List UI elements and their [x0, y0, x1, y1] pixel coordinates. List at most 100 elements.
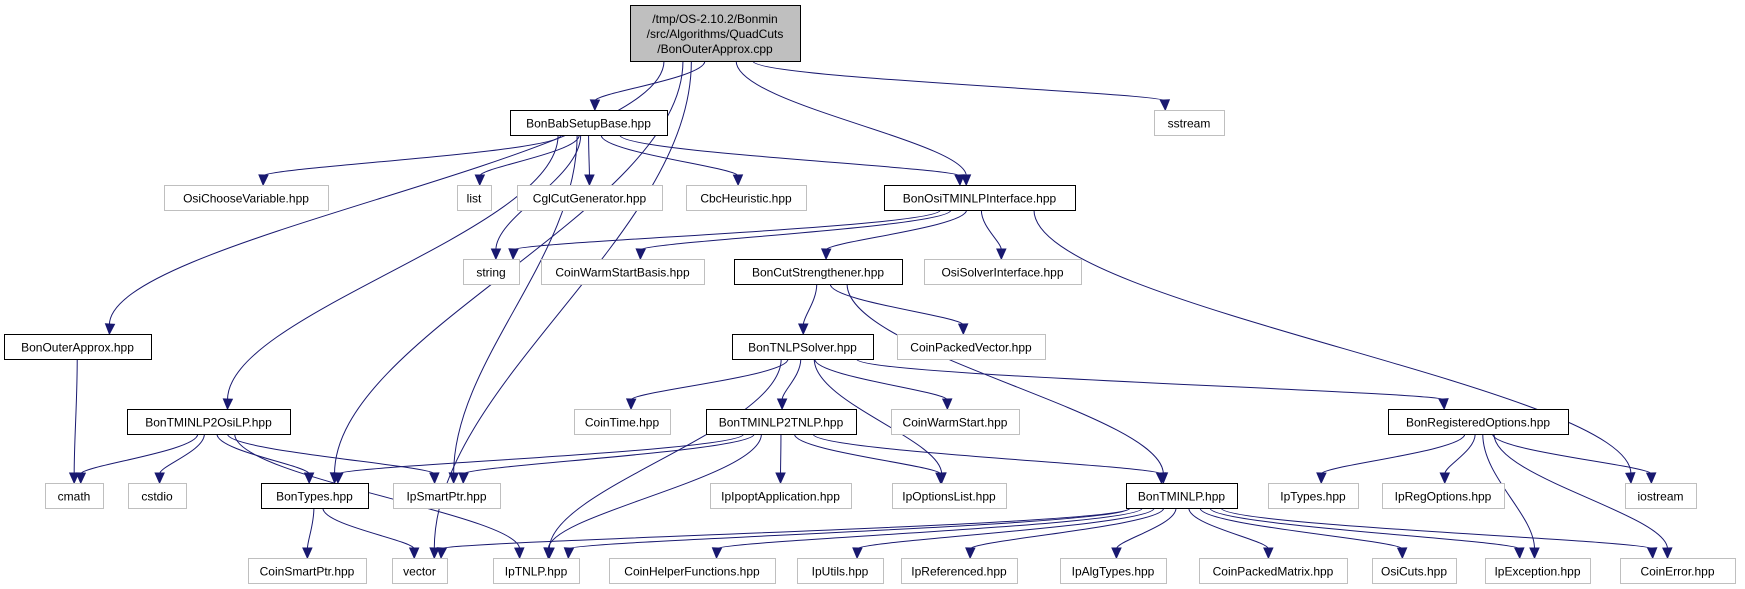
node-box	[710, 483, 852, 509]
node-CoinWarmStartBasis: CoinWarmStartBasis.hpp	[541, 259, 705, 285]
edge-BonBabSetupBase-to-OsiChooseVariable	[262, 134, 562, 177]
node-box	[1372, 558, 1457, 584]
node-box	[797, 558, 884, 584]
edge-BonTMINLP-to-CoinHelperFunctions	[715, 507, 1143, 550]
node-BonTMINLP[interactable]: BonTMINLP.hpp	[1126, 483, 1238, 509]
node-BonTNLPSolver[interactable]: BonTNLPSolver.hpp	[732, 334, 874, 360]
arrowhead-BonTMINLP-to-vector	[436, 547, 448, 560]
node-box	[1154, 110, 1225, 136]
node-box	[248, 558, 367, 584]
arrowhead-BonOsiTMINLPInterface-to-BonCutStrengthener	[820, 248, 832, 261]
node-label: vector	[403, 565, 436, 579]
node-box	[1199, 558, 1348, 584]
edge-BonBabSetupBase-to-BonTMINLP2OsiLP	[227, 134, 559, 401]
node-label: IpAlgTypes.hpp	[1072, 565, 1155, 579]
edge-BonRegisteredOptions-to-CoinError	[1493, 433, 1669, 550]
node-IpTypes: IpTypes.hpp	[1268, 483, 1359, 509]
edge-BonTMINLP-to-OsiCuts	[1199, 507, 1403, 550]
node-sstream: sstream	[1154, 110, 1225, 136]
arrowhead-root-to-BonBabSetupBase	[589, 99, 601, 112]
node-BonCutStrengthener[interactable]: BonCutStrengthener.hpp	[734, 259, 903, 285]
node-label: CoinTime.hpp	[585, 416, 660, 430]
edge-BonTMINLP2TNLP-to-IpOptionsList	[793, 433, 942, 475]
arrowhead-BonTypes-to-CoinSmartPtr	[302, 547, 313, 560]
node-label: CbcHeuristic.hpp	[700, 192, 792, 206]
arrowhead-BonTMINLP-to-CoinHelperFunctions	[711, 547, 723, 560]
edge-BonOsiTMINLPInterface-to-OsiSolverInterface	[980, 209, 1002, 251]
node-box[interactable]	[261, 483, 369, 509]
node-CoinPackedVector: CoinPackedVector.hpp	[897, 334, 1046, 360]
arrowhead-BonTMINLP-to-IpAlgTypes	[1111, 547, 1122, 560]
node-box[interactable]	[630, 5, 801, 62]
node-label: BonOsiTMINLPInterface.hpp	[903, 192, 1057, 206]
arrowhead-root-to-BonOsiTMINLPInterface	[960, 174, 972, 187]
node-root[interactable]: /tmp/OS-2.10.2/Bonmin/src/Algorithms/Qua…	[630, 5, 801, 62]
node-label: BonOuterApprox.hpp	[21, 341, 134, 355]
arrowhead-BonBabSetupBase-to-CglCutGenerator	[584, 174, 595, 187]
edge-BonTMINLP2OsiLP-to-cstdio	[159, 433, 205, 475]
node-box	[128, 483, 187, 509]
edge-BonTMINLP2TNLP-to-IpSmartPtr	[462, 433, 755, 475]
node-BonOuterApproxH[interactable]: BonOuterApprox.hpp	[4, 334, 152, 360]
node-label: list	[467, 192, 482, 206]
edge-BonTypes-to-CoinSmartPtr	[306, 507, 315, 550]
node-CoinHelperFunctions: CoinHelperFunctions.hpp	[609, 558, 776, 584]
node-box	[463, 259, 520, 285]
edge-BonRegisteredOptions-to-IpRegOptions	[1444, 433, 1476, 475]
edge-BonBabSetupBase-to-IpSmartPtr	[453, 134, 578, 475]
node-CoinWarmStart: CoinWarmStart.hpp	[891, 409, 1020, 435]
node-string: string	[463, 259, 520, 285]
node-BonTypes[interactable]: BonTypes.hpp	[261, 483, 369, 509]
node-BonTMINLP2TNLP[interactable]: BonTMINLP2TNLP.hpp	[706, 409, 857, 435]
arrowhead-BonCutStrengthener-to-CoinPackedVector	[957, 323, 969, 336]
arrowhead-root-to-BonOuterApproxH	[104, 323, 116, 336]
edge-BonOsiTMINLPInterface-to-BonCutStrengthener	[825, 209, 968, 251]
edge-BonTMINLP-to-vector	[440, 507, 1131, 550]
arrowhead-BonOsiTMINLPInterface-to-string	[508, 248, 519, 261]
node-box[interactable]	[4, 334, 152, 360]
node-box[interactable]	[1126, 483, 1238, 509]
arrowhead-BonTMINLP-to-CoinError	[1646, 547, 1658, 560]
node-box[interactable]	[706, 409, 857, 435]
edge-BonTNLPSolver-to-CoinTime	[630, 358, 789, 401]
arrowhead-BonTMINLP-to-OsiCuts	[1396, 547, 1408, 560]
node-IpOptionsList: IpOptionsList.hpp	[892, 483, 1007, 509]
node-IpException: IpException.hpp	[1485, 558, 1591, 584]
edge-BonTNLPSolver-to-IpTNLP	[548, 358, 782, 550]
node-label: IpException.hpp	[1494, 565, 1580, 579]
edge-BonOsiTMINLPInterface-to-CoinWarmStartBasis	[639, 209, 952, 251]
node-box[interactable]	[510, 110, 668, 136]
node-BonOsiTMINLPInterface[interactable]: BonOsiTMINLPInterface.hpp	[884, 185, 1076, 211]
node-box[interactable]	[884, 185, 1076, 211]
node-label: CoinSmartPtr.hpp	[260, 565, 355, 579]
edge-BonTNLPSolver-to-CoinWarmStart	[814, 358, 948, 401]
node-box[interactable]	[734, 259, 903, 285]
arrowhead-BonRegisteredOptions-to-IpException	[1529, 547, 1540, 560]
edge-root-to-sstream	[752, 60, 1166, 102]
node-BonRegisteredOptions[interactable]: BonRegisteredOptions.hpp	[1388, 409, 1569, 435]
node-box[interactable]	[1388, 409, 1569, 435]
node-BonBabSetupBase[interactable]: BonBabSetupBase.hpp	[510, 110, 668, 136]
node-box	[493, 558, 580, 584]
node-IpReferenced: IpReferenced.hpp	[901, 558, 1018, 584]
node-BonTMINLP2OsiLP[interactable]: BonTMINLP2OsiLP.hpp	[127, 409, 291, 435]
edge-BonBabSetupBase-to-CglCutGenerator	[588, 134, 590, 177]
edge-root-to-BonBabSetupBase	[594, 60, 706, 102]
node-CoinSmartPtr: CoinSmartPtr.hpp	[248, 558, 367, 584]
node-box[interactable]	[127, 409, 291, 435]
node-label: BonRegisteredOptions.hpp	[1406, 416, 1550, 430]
node-IpIpoptApplication: IpIpoptApplication.hpp	[710, 483, 852, 509]
node-label: CoinError.hpp	[1640, 565, 1714, 579]
node-box	[164, 185, 329, 211]
node-IpTNLP: IpTNLP.hpp	[493, 558, 580, 584]
node-IpAlgTypes: IpAlgTypes.hpp	[1060, 558, 1167, 584]
node-label: CoinPackedVector.hpp	[910, 341, 1032, 355]
node-box	[457, 185, 492, 211]
edge-BonTMINLP2TNLP-to-BonTypes	[337, 433, 745, 475]
node-box	[1268, 483, 1359, 509]
arrowhead-BonRegisteredOptions-to-iostream	[1645, 472, 1657, 485]
arrowhead-BonTNLPSolver-to-BonRegisteredOptions	[1438, 398, 1449, 411]
node-label: IpSmartPtr.hpp	[406, 490, 486, 504]
node-box[interactable]	[732, 334, 874, 360]
node-label: OsiChooseVariable.hpp	[183, 192, 309, 206]
